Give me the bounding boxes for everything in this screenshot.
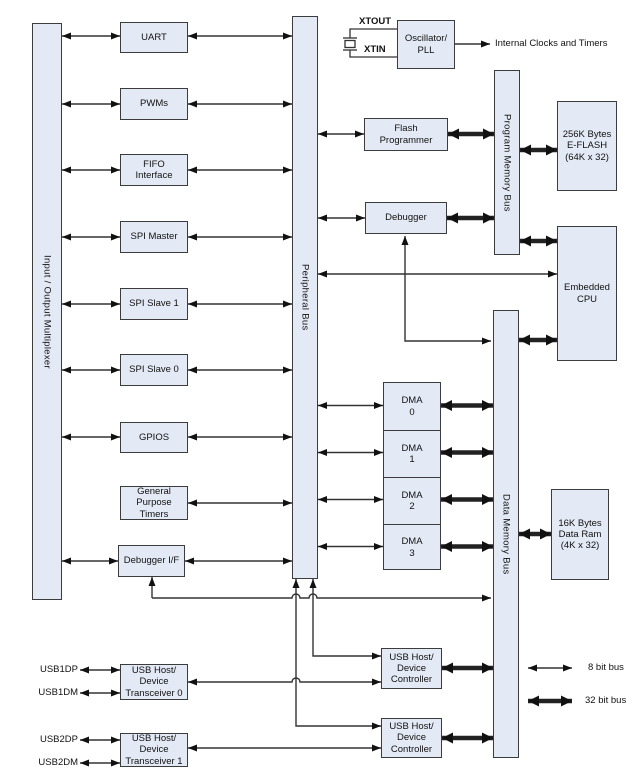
transceiver-controller-links [188, 677, 381, 752]
program-memory-bus-bar: Program Memory Bus [494, 70, 520, 255]
usb-pin-arrows [80, 666, 120, 767]
block-pwms: PWMs [120, 88, 188, 120]
block-debugger: Debugger [365, 202, 447, 234]
block-dma-3: DMA 3 [384, 524, 440, 570]
block-data-ram: 16K Bytes Data Ram (4K x 32) [551, 489, 609, 580]
peripheral-bus-bar: Peripheral Bus [292, 16, 318, 579]
block-flash-programmer: Flash Programmer [364, 118, 448, 151]
block-usb-controller-1: USB Host/ Device Controller [381, 718, 442, 758]
io-multiplexer-label: Input / Output Multiplexer [41, 254, 53, 369]
iomux-peripheral-links [62, 32, 120, 565]
io-multiplexer-bar: Input / Output Multiplexer [32, 23, 62, 600]
block-dma-0: DMA 0 [401, 395, 423, 418]
legend-8bit-label: 8 bit bus [588, 662, 624, 673]
crystal-circuit [343, 28, 397, 58]
pin-usb1dm: USB1DM [38, 687, 78, 698]
pin-usb2dp: USB2DP [39, 734, 78, 745]
block-gpios: GPIOS [120, 422, 188, 453]
block-oscillator-pll: Oscillator/ PLL [397, 20, 455, 69]
data-memory-bus-label: Data Memory Bus [500, 493, 512, 575]
block-dma-stack: DMA 0 DMA 1 DMA 2 DMA 3 [383, 382, 441, 570]
block-spi-slave-0: SPI Slave 0 [120, 354, 188, 386]
block-usb-transceiver-1: USB Host/ Device Transceiver 1 [120, 733, 188, 767]
block-spi-slave-1: SPI Slave 1 [120, 288, 188, 320]
block-fifo-interface: FIFO Interface [120, 154, 188, 186]
legend-arrows [528, 664, 572, 707]
program-memory-bus-label: Program Memory Bus [501, 113, 513, 212]
block-eflash: 256K Bytes E-FLASH (64K x 32) [557, 101, 617, 191]
debugger-dmb-link [401, 236, 491, 345]
block-debugger-if: Debugger I/F [118, 545, 185, 577]
pin-usb2dm: USB2DM [38, 757, 78, 768]
block-embedded-cpu: Embedded CPU [557, 226, 617, 361]
pin-usb1dp: USB1DP [39, 664, 78, 675]
peripheral-bus-links [185, 32, 557, 565]
peripheral-bus-label: Peripheral Bus [299, 264, 311, 331]
block-general-purpose-timers: General Purpose Timers [120, 486, 188, 520]
legend-32bit-label: 32 bit bus [585, 695, 627, 706]
block-dma-1: DMA 1 [384, 430, 440, 477]
pin-xtin: XTIN [364, 44, 386, 55]
debug-if-dmb-rail [148, 577, 491, 602]
usb-peripheral-verticals [292, 579, 381, 730]
data-memory-bus-bar: Data Memory Bus [493, 310, 519, 758]
block-uart: UART [120, 22, 188, 53]
block-spi-master: SPI Master [120, 221, 188, 253]
pin-xtout: XTOUT [359, 16, 392, 27]
memory-bus-links [441, 128, 557, 744]
block-usb-transceiver-0: USB Host/ Device Transceiver 0 [120, 664, 188, 700]
internal-clocks-label: Internal Clocks and Timers [495, 38, 608, 49]
block-usb-controller-0: USB Host/ Device Controller [381, 648, 442, 689]
block-dma-2: DMA 2 [384, 477, 440, 524]
